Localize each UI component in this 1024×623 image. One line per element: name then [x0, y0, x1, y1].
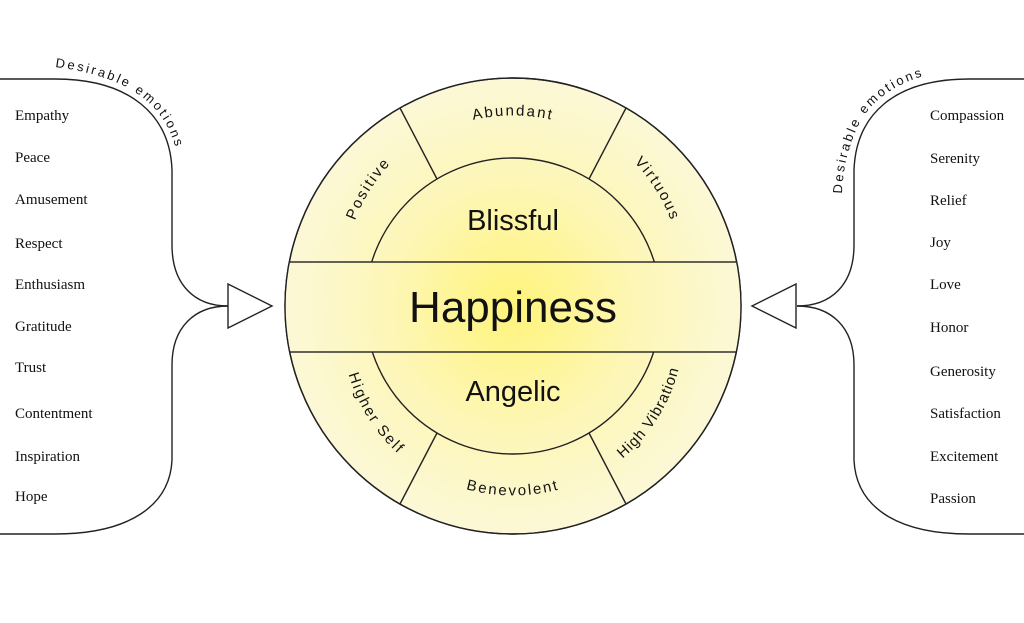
left-emotion-item: Enthusiasm	[15, 277, 85, 293]
left-emotion-item: Inspiration	[15, 449, 80, 465]
center-title: Happiness	[409, 283, 617, 332]
right-emotion-item: Passion	[930, 491, 976, 507]
outer-circle-outline	[284, 77, 742, 535]
center-band	[285, 261, 741, 353]
left-bracket	[0, 78, 229, 535]
right-emotion-item: Serenity	[930, 151, 980, 167]
left-group-heading: Desirable emotions	[55, 55, 188, 150]
left-emotion-item: Gratitude	[15, 319, 72, 335]
right-emotion-list: Compassion Serenity Relief Joy Love Hono…	[930, 108, 1005, 507]
left-arrow-icon	[227, 282, 274, 330]
left-emotion-item: Trust	[15, 360, 47, 376]
right-emotion-item: Excitement	[930, 449, 999, 465]
right-bracket	[796, 78, 1024, 535]
right-arrow-icon	[750, 282, 797, 330]
left-emotion-item: Hope	[15, 489, 48, 505]
inner-bottom-label: Angelic	[465, 376, 560, 408]
right-emotion-item: Love	[930, 277, 961, 293]
right-emotion-item: Generosity	[930, 364, 996, 380]
left-emotion-item: Amusement	[15, 192, 88, 208]
right-emotion-item: Satisfaction	[930, 406, 1001, 422]
segment-label-abundant: Abundant	[471, 102, 556, 123]
left-emotion-item: Empathy	[15, 108, 70, 124]
left-emotion-item: Peace	[15, 150, 50, 166]
segment-dividers	[399, 107, 627, 505]
right-emotion-item: Relief	[930, 193, 967, 209]
left-emotion-item: Respect	[15, 236, 63, 252]
left-emotion-list: Empathy Peace Amusement Respect Enthusia…	[15, 108, 93, 505]
right-group-heading: Desirable emotions	[830, 64, 926, 194]
right-emotion-item: Compassion	[930, 108, 1005, 124]
left-emotion-item: Contentment	[15, 406, 93, 422]
inner-shapes	[285, 157, 741, 455]
right-emotion-item: Joy	[930, 235, 951, 251]
segment-label-benevolent: Benevolent	[465, 477, 561, 500]
right-emotion-item: Honor	[930, 320, 968, 336]
inner-top-label: Blissful	[467, 205, 559, 237]
